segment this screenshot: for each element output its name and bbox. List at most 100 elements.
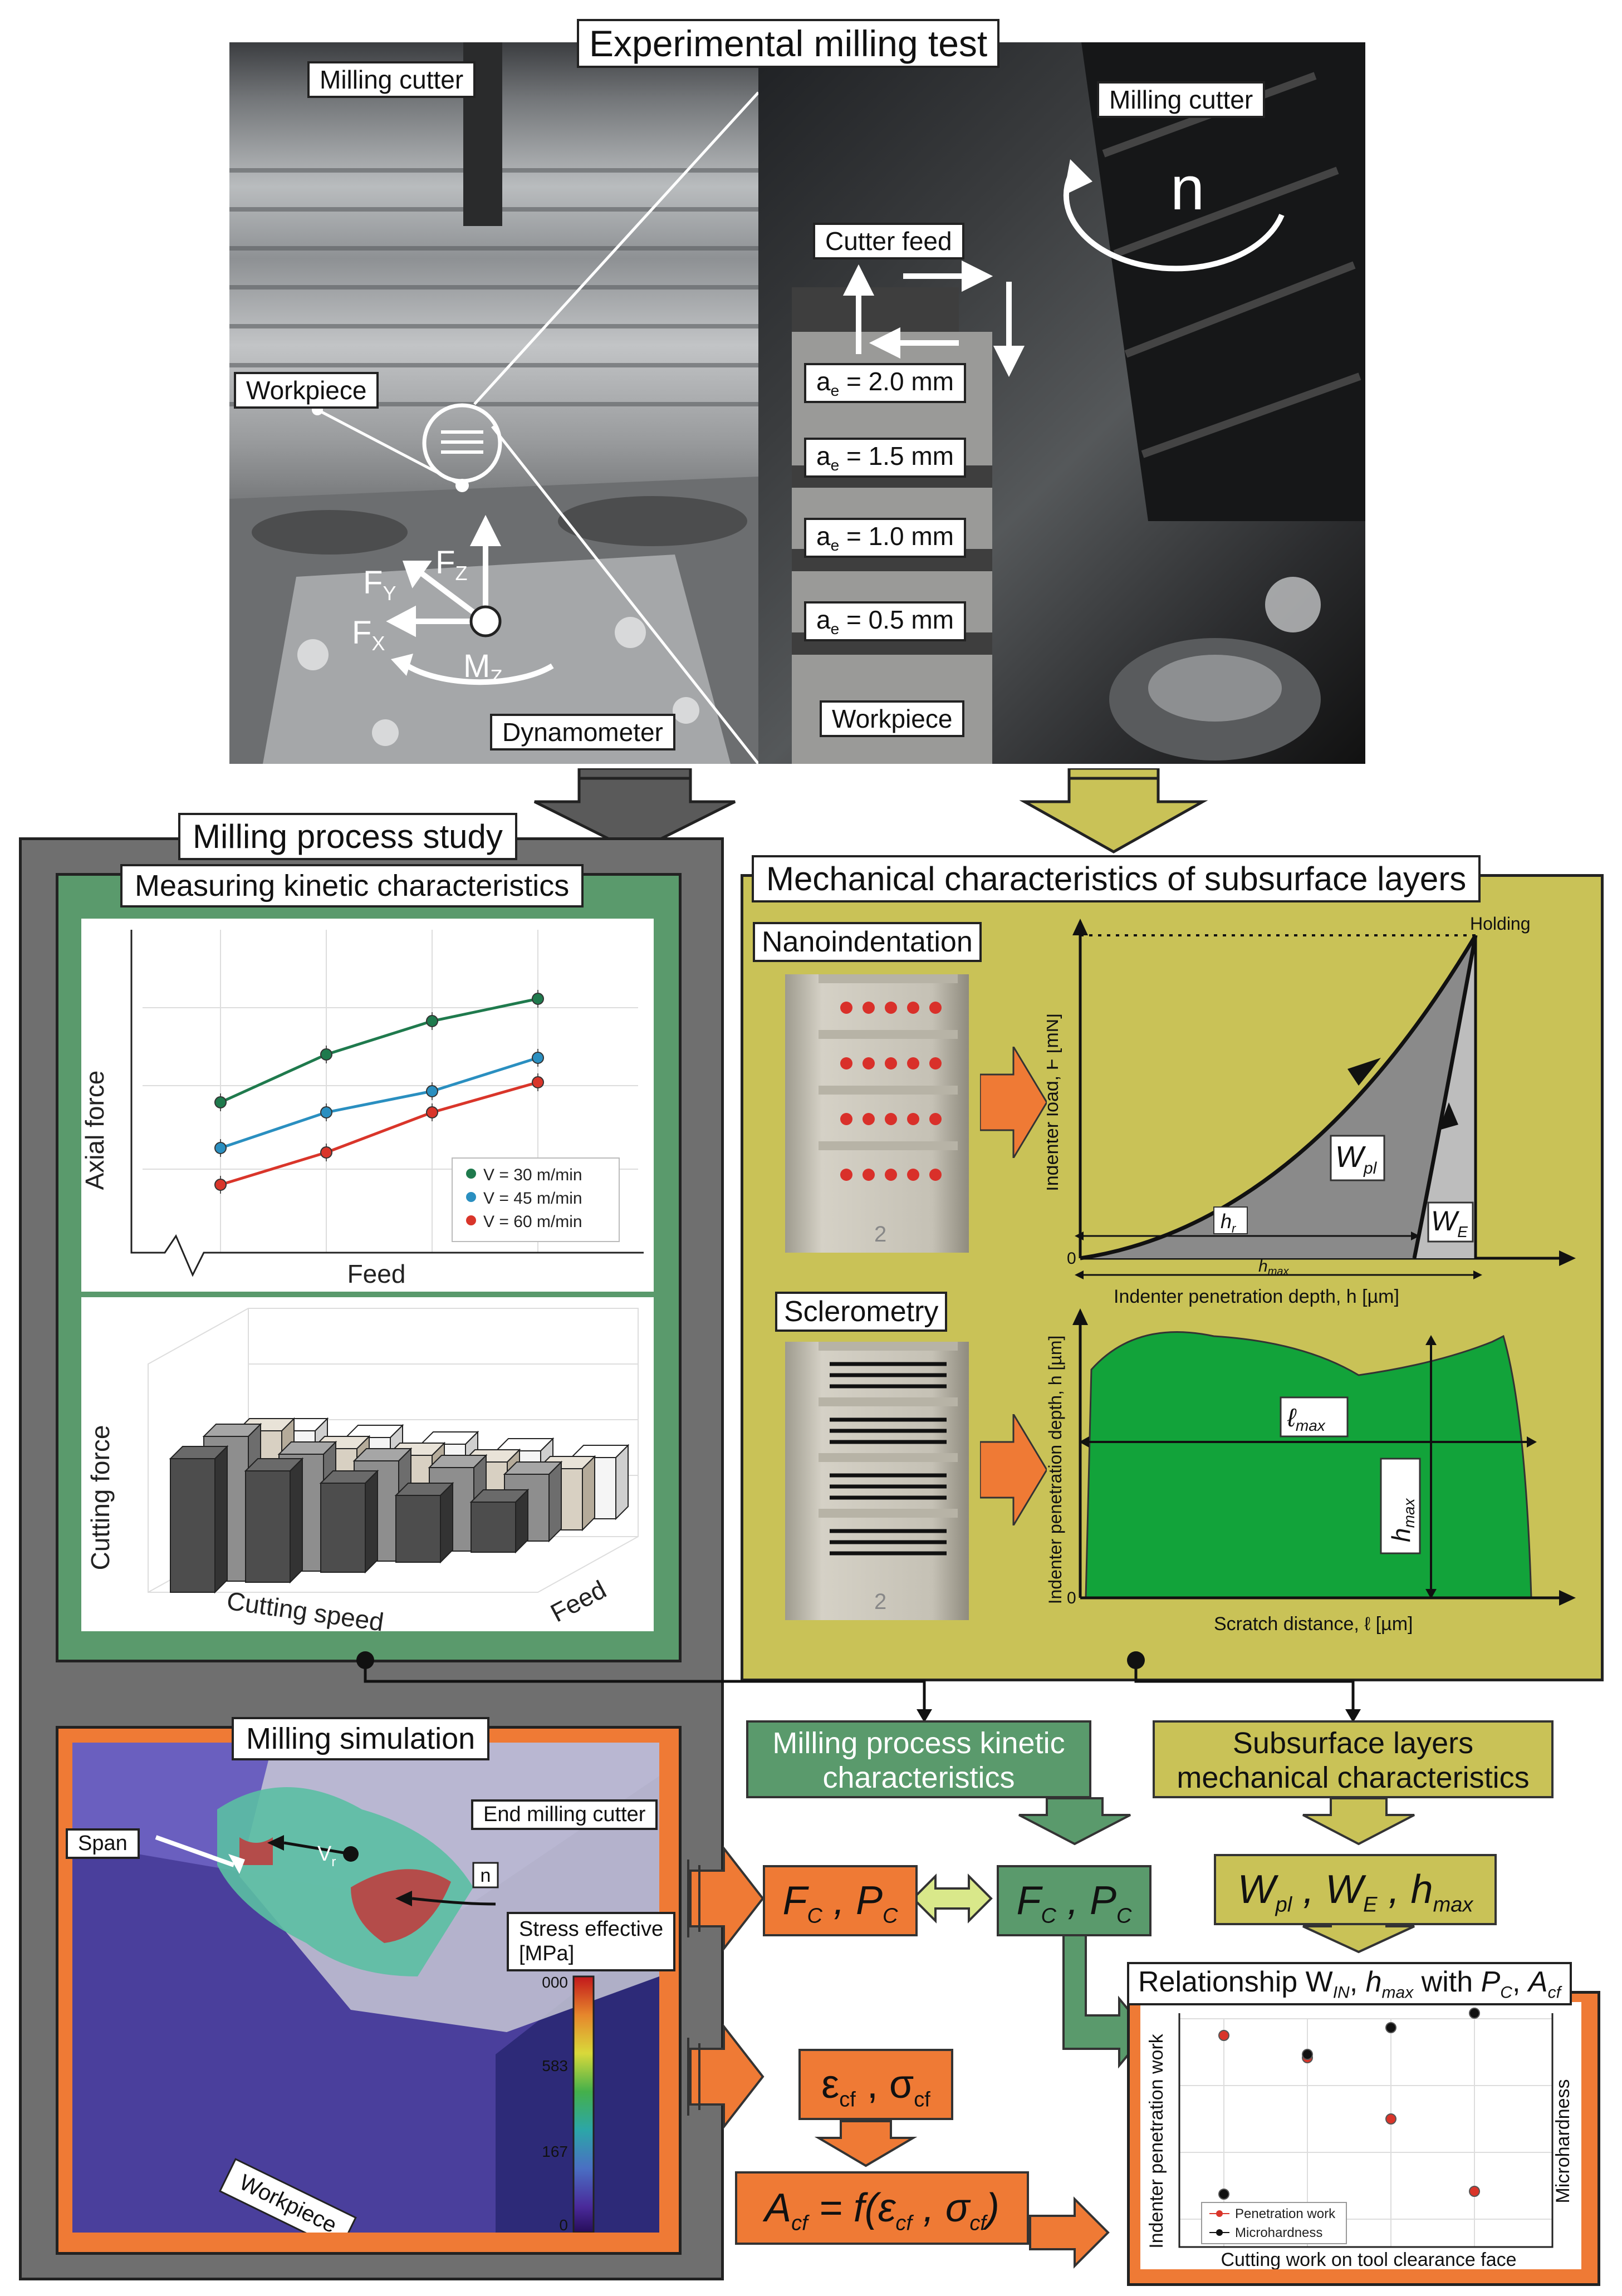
relationship-point bbox=[1469, 2186, 1480, 2197]
fx-label: FX bbox=[352, 615, 385, 655]
relationship-point bbox=[1218, 2189, 1229, 2200]
indent-dot bbox=[907, 1002, 919, 1014]
colorbar-tick-0: 0 bbox=[559, 2216, 568, 2233]
series-v45-point bbox=[426, 1085, 438, 1097]
sclero-zero: 0 bbox=[1067, 1589, 1076, 1607]
workpiece-label-right: Workpiece bbox=[820, 700, 965, 737]
hmax-nano-label: hmax bbox=[1258, 1257, 1289, 1278]
bar-top bbox=[494, 1438, 555, 1451]
legend-v30: V = 30 m/min bbox=[483, 1166, 582, 1184]
indent-dot bbox=[863, 1113, 875, 1125]
indent-dot bbox=[907, 1113, 919, 1125]
series-v30-point bbox=[426, 1015, 438, 1027]
ae-label-2: ae = 2.0 mm bbox=[804, 363, 966, 404]
bar-front bbox=[471, 1502, 516, 1553]
milling-machine-photo: FZ FY FX MZ bbox=[229, 42, 758, 764]
series-v30-line bbox=[219, 997, 538, 1104]
bar-top bbox=[419, 1431, 479, 1445]
ae-label-10: ae = 1.0 mm bbox=[804, 518, 966, 558]
rel-xlabel: Cutting work on tool clearance face bbox=[1221, 2249, 1516, 2269]
bar-front bbox=[245, 1470, 291, 1583]
eps-sigma-box: εcf , σcf bbox=[798, 2049, 953, 2120]
indent-dot bbox=[840, 1002, 852, 1014]
span-label: Span bbox=[66, 1828, 140, 1859]
series-v60-point bbox=[320, 1146, 332, 1159]
indent-dot bbox=[929, 1113, 942, 1125]
ae-label-15: ae = 1.5 mm bbox=[804, 438, 966, 478]
sclero-xlabel: Scratch distance, ℓ [µm] bbox=[1214, 1613, 1413, 1635]
bar-top bbox=[319, 1470, 379, 1484]
colorbar-tick-583: 583 bbox=[542, 2057, 568, 2074]
nano-arrow bbox=[980, 1047, 1047, 1158]
indent-dot bbox=[863, 1169, 875, 1181]
end-mill-label: End milling cutter bbox=[471, 1799, 658, 1830]
indent-dot bbox=[840, 1057, 852, 1069]
wpl-label: Wpl bbox=[1335, 1140, 1378, 1178]
kinetic-title: Measuring kinetic characteristics bbox=[120, 864, 584, 907]
indent-dot bbox=[885, 1113, 897, 1125]
bar-side bbox=[440, 1481, 453, 1564]
down-arrows bbox=[533, 768, 1208, 853]
sclerometry-title: Sclerometry bbox=[775, 1292, 948, 1332]
sclero-ylabel: Indenter penetration depth, h [µm] bbox=[1047, 1336, 1065, 1605]
bar-top bbox=[277, 1441, 337, 1455]
bar-group bbox=[169, 1417, 630, 1594]
n-box-label: n bbox=[481, 1865, 491, 1886]
nano-ylabel: Indenter load, F [mN] bbox=[1047, 1013, 1062, 1191]
indent-dot bbox=[885, 1169, 897, 1181]
bar-top bbox=[169, 1446, 229, 1459]
rel-legend-penetration: Penetration work bbox=[1235, 2206, 1336, 2221]
sample-number-nano: 2 bbox=[874, 1222, 886, 1247]
kinetic-characteristics-box: Milling process kinetic characteristics bbox=[746, 1720, 1091, 1798]
rel-ylabel-left: Indenter penetration work bbox=[1146, 2033, 1167, 2249]
bar-top bbox=[503, 1461, 563, 1475]
indent-dot bbox=[907, 1057, 919, 1069]
relationship-point bbox=[1218, 2030, 1229, 2041]
series-v60-line bbox=[220, 1081, 538, 1186]
lmax-label: ℓmax bbox=[1287, 1403, 1326, 1434]
wpl-we-hmax-box: Wpl , WE , hmax bbox=[1214, 1854, 1497, 1925]
nano-sample-image: 2 bbox=[785, 974, 969, 1253]
bar-front bbox=[395, 1495, 441, 1563]
indent-dot bbox=[840, 1169, 852, 1181]
indent-dot bbox=[929, 1002, 942, 1014]
nano-chart: Holding 0 Wpl WE hr hmax Indenter penetr… bbox=[1041, 913, 1587, 1314]
indent-dot bbox=[885, 1002, 897, 1014]
series-v30-point bbox=[320, 1048, 332, 1061]
series-v45-point bbox=[214, 1142, 227, 1154]
feed-xlabel: Feed bbox=[347, 1259, 406, 1288]
bar-top bbox=[469, 1489, 530, 1503]
bar-top bbox=[202, 1424, 262, 1437]
series-v60-point bbox=[532, 1076, 544, 1088]
vr-label: Vr bbox=[317, 1842, 336, 1870]
legend-v45: V = 45 m/min bbox=[483, 1189, 582, 1208]
nano-xlabel: Indenter penetration depth, h [µm] bbox=[1114, 1286, 1399, 1307]
indent-dot bbox=[929, 1169, 942, 1181]
nano-zero: 0 bbox=[1067, 1249, 1076, 1268]
experimental-milling-title: Experimental milling test bbox=[577, 19, 1000, 68]
relationship-title: Relationship WIN, hmax with PC, Acf bbox=[1127, 1962, 1572, 2006]
hr-label: hr bbox=[1221, 1210, 1237, 1235]
series-v45-line bbox=[220, 1056, 538, 1150]
workpiece-label-left: Workpiece bbox=[234, 372, 379, 409]
milling-cutter-label-left: Milling cutter bbox=[307, 61, 476, 98]
bar-front bbox=[320, 1483, 366, 1573]
series-v60-point bbox=[426, 1106, 438, 1118]
relationship-chart: Penetration work Microhardness Indenter … bbox=[1140, 2002, 1581, 2270]
we-label: WE bbox=[1431, 1205, 1468, 1240]
bar-top bbox=[570, 1445, 630, 1458]
milling-cutter-label-right: Milling cutter bbox=[1097, 81, 1266, 118]
subsurface-characteristics-box: Subsurface layers mechanical characteris… bbox=[1153, 1720, 1554, 1798]
cutting-force-ylabel: Cutting force bbox=[86, 1425, 115, 1571]
acf-formula-box: Acf = f(εcf , σcf) bbox=[735, 2171, 1029, 2245]
bar-side bbox=[365, 1469, 378, 1574]
bar-front bbox=[170, 1458, 215, 1593]
fc-pc-orange-box: FC , PC bbox=[763, 1865, 918, 1936]
hmax-sclero-label: hmax bbox=[1386, 1498, 1418, 1542]
colorbar-tick-max: 000 bbox=[542, 1974, 568, 1991]
indent-dot bbox=[929, 1057, 942, 1069]
bar-side bbox=[548, 1460, 562, 1543]
ae-label-05: ae = 0.5 mm bbox=[804, 601, 966, 642]
series-v45-point bbox=[532, 1052, 544, 1064]
bar-side bbox=[214, 1445, 228, 1594]
